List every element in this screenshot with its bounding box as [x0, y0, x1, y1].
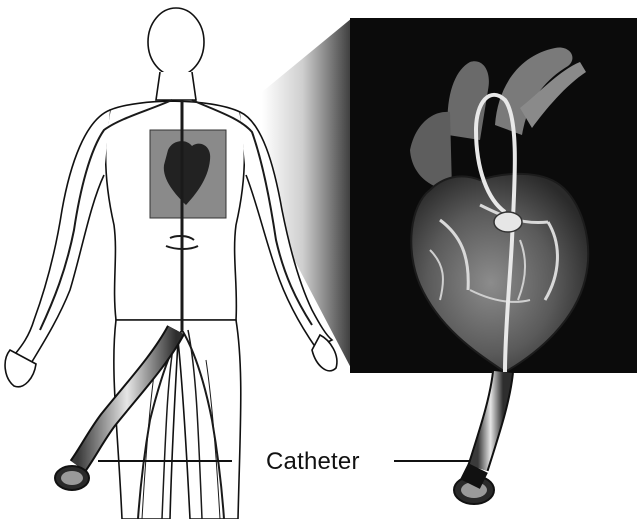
catheter-tube — [454, 372, 503, 504]
chest-region — [150, 130, 226, 218]
catheter-label: Catheter — [266, 448, 360, 476]
